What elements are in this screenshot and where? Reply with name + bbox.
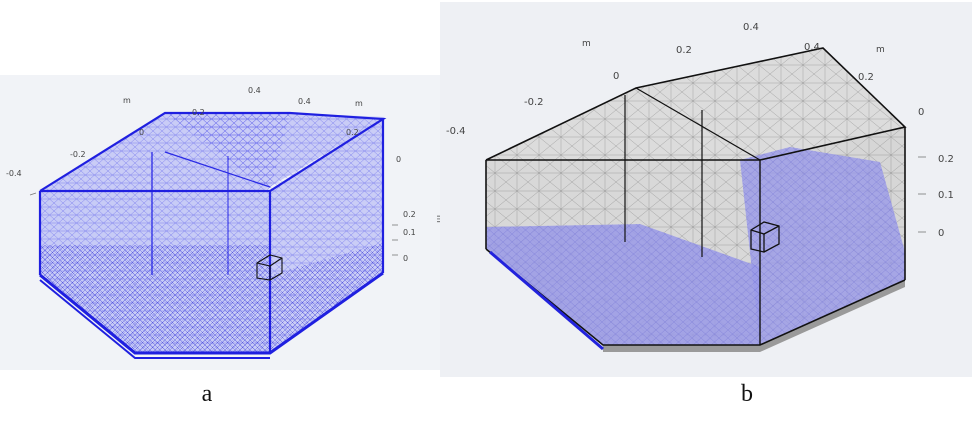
panel-b-tick-neg04: -0.4 [446, 126, 466, 137]
panel-b-tick-04: 0.4 [743, 22, 759, 33]
panel-a-tick-0: 0 [139, 128, 144, 137]
panel-a-tick-z-01: 0.1 [403, 228, 416, 237]
panel-b-tick-02: 0.2 [676, 45, 692, 56]
panel-b-tick-0: 0 [613, 71, 619, 82]
panel-b-tick-right-04: 0.4 [804, 42, 820, 53]
panel-a-tick-04: 0.4 [248, 86, 261, 95]
panel-a-tick-neg04: -0.4 [6, 169, 22, 178]
panel-a-axis-unit-z: m [435, 215, 444, 223]
panel-b-tick-right-02: 0.2 [858, 72, 874, 83]
panel-b-axis-unit-right: m [876, 45, 885, 55]
panel-b-mesh-figure: m m -0.4 -0.2 0 0.2 0.4 0.4 0.2 0 0.2 0.… [440, 2, 972, 377]
panel-a-sensor-cube [256, 254, 283, 281]
panel-a-mesh-figure: m m m -0.4 -0.2 0 0.2 0.4 0.4 0.2 0 0.2 … [0, 75, 445, 370]
panel-b-mesh-svg: m m -0.4 -0.2 0 0.2 0.4 0.4 0.2 0 0.2 0.… [440, 2, 972, 377]
panel-a-tick-z-0: 0 [403, 254, 408, 263]
caption-a: a [201, 381, 213, 407]
panel-a-mesh-svg: m m m -0.4 -0.2 0 0.2 0.4 0.4 0.2 0 0.2 … [0, 75, 445, 370]
panel-a-axis-unit-left: m [123, 96, 131, 105]
panel-a-tick-right-0: 0 [396, 155, 401, 164]
panel-b-tick-z-02: 0.2 [938, 154, 954, 165]
panel-a-tick-z-02: 0.2 [403, 210, 416, 219]
caption-b: b [741, 381, 753, 407]
panel-b-axis-unit-left: m [582, 39, 591, 49]
panel-a-axis-unit-right: m [355, 99, 363, 108]
panel-a-tick-right-02: 0.2 [346, 128, 359, 137]
panel-b-tick-right-0: 0 [918, 107, 924, 118]
panel-b-sensor-cube [750, 221, 780, 253]
panel-b-tick-neg02: -0.2 [524, 97, 544, 108]
panel-a-tick-02: 0.2 [192, 108, 205, 117]
panel-b-tick-z-01: 0.1 [938, 190, 954, 201]
panel-b-tick-z-0: 0 [938, 228, 944, 239]
panel-a-tick-right-04: 0.4 [298, 97, 311, 106]
panel-a-tick-neg02: -0.2 [70, 150, 86, 159]
